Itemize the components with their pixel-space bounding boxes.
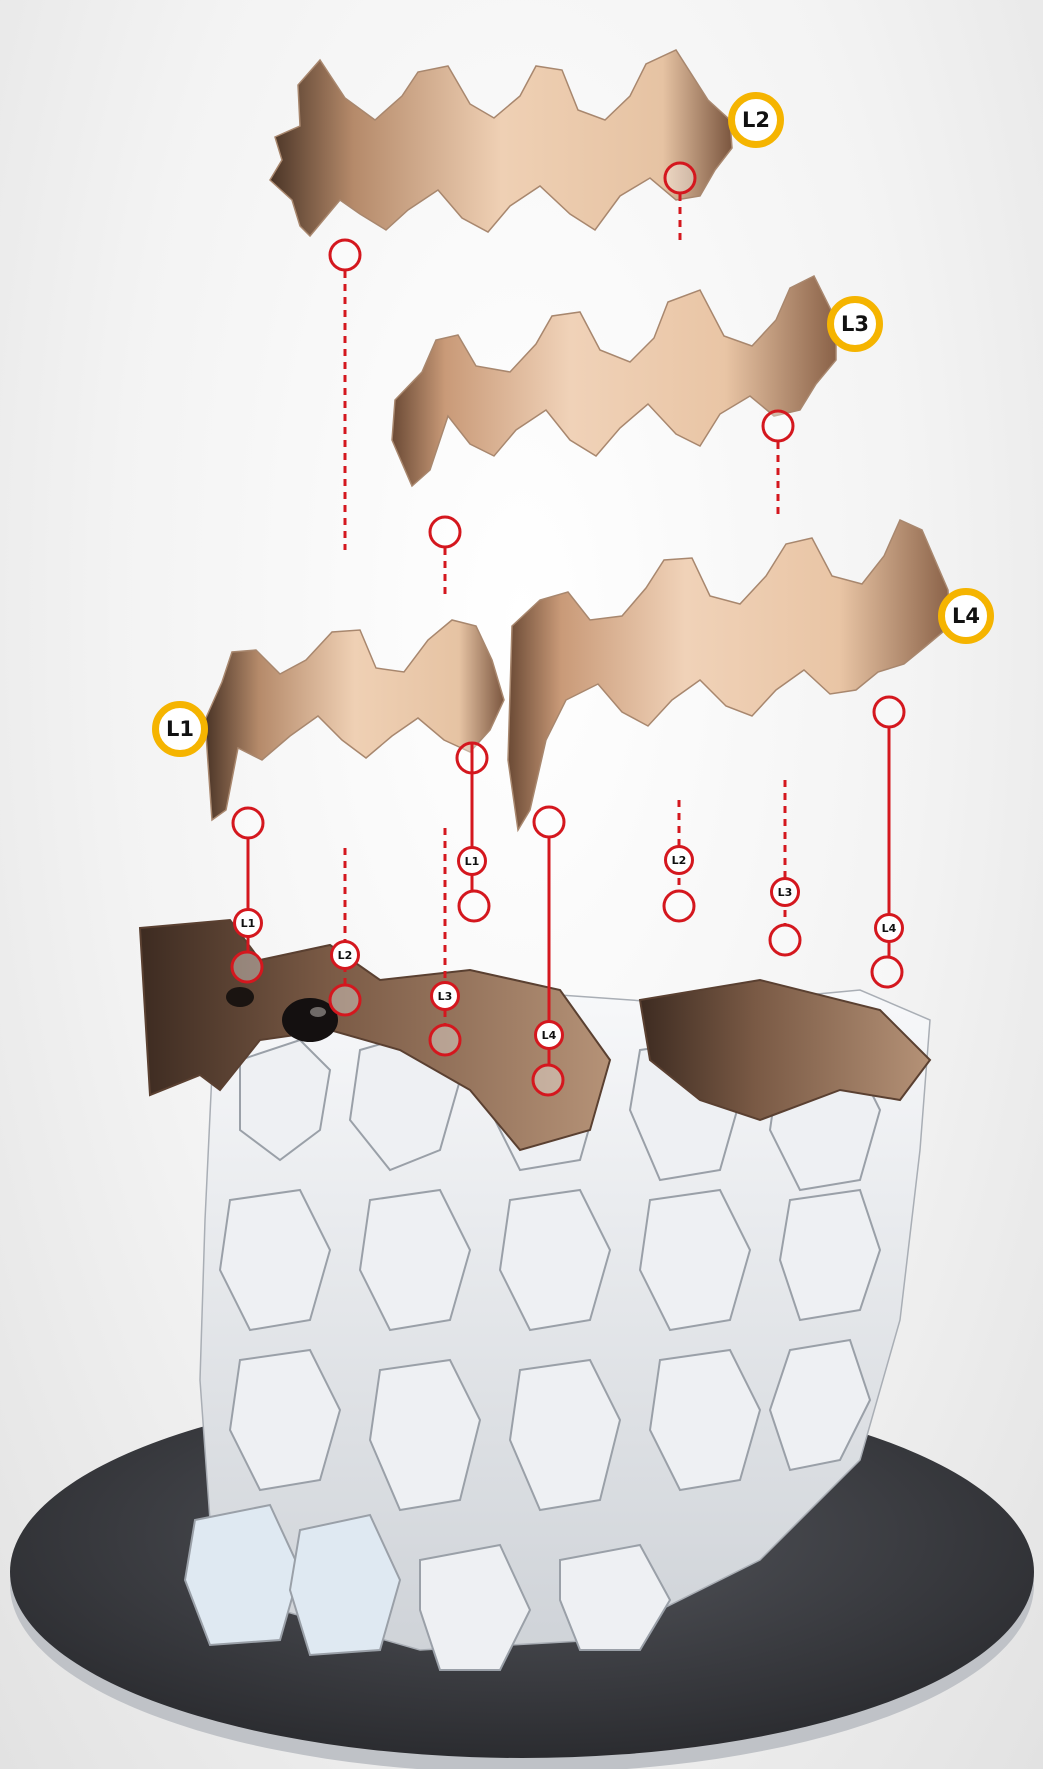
layer-label-l4: L4: [938, 588, 994, 644]
connector-label-l1-left: L1: [233, 908, 263, 938]
connector-label-l2-left: L2: [330, 940, 360, 970]
slot-markers: [233, 163, 904, 838]
layer-piece-l1: [205, 620, 504, 820]
layer-label-l1: L1: [152, 701, 208, 757]
layer-label-l2: L2: [728, 92, 784, 148]
layer-piece-l2: [270, 50, 732, 236]
connector-label-l2-right: L2: [664, 845, 694, 875]
connector-label-l3-left: L3: [430, 981, 460, 1011]
connector-label-l3-right: L3: [770, 877, 800, 907]
layer-label-l3: L3: [827, 296, 883, 352]
connector-label-l4-left: L4: [534, 1020, 564, 1050]
layer-piece-l4: [508, 520, 950, 830]
connector-label-l1-center: L1: [457, 846, 487, 876]
connector-label-l4-right: L4: [874, 913, 904, 943]
layer-piece-l3: [392, 276, 836, 486]
